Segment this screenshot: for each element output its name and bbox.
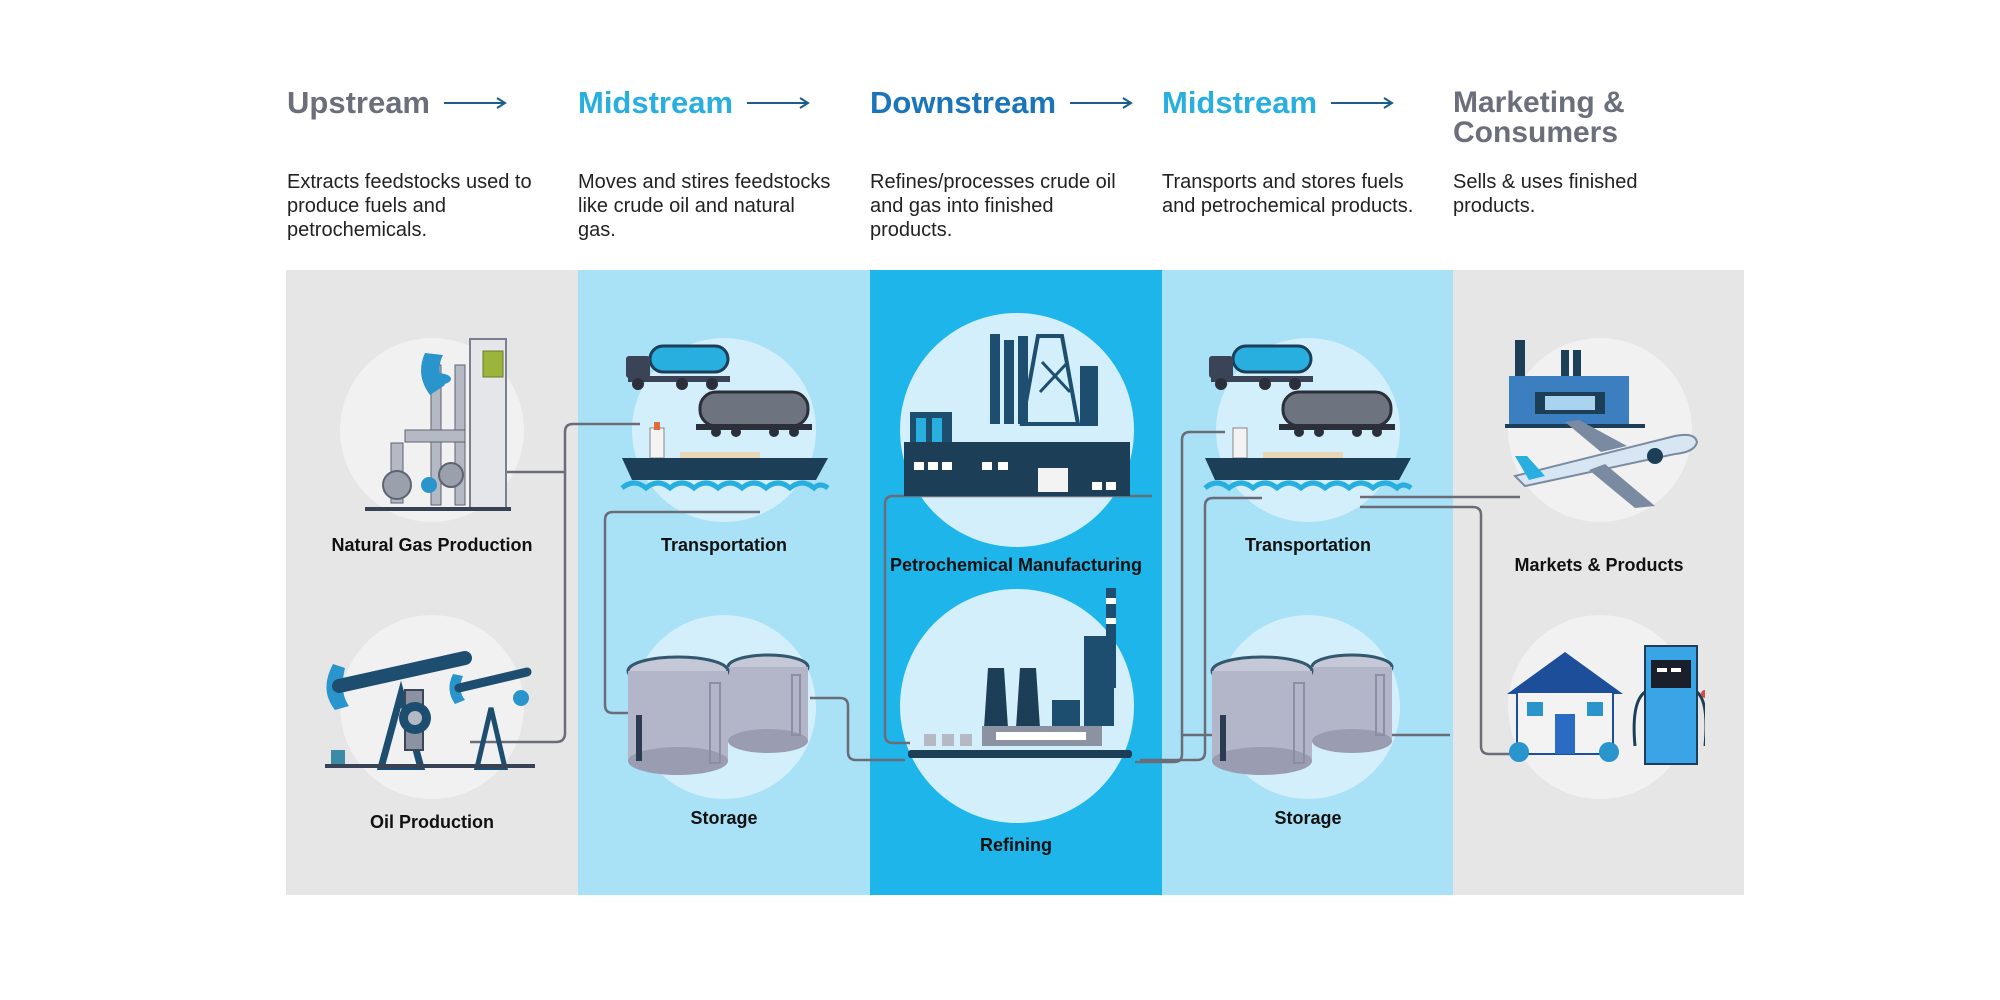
caption-transport-1: Transportation (660, 535, 787, 555)
caption-natural-gas: Natural Gas Production (331, 535, 533, 555)
arrow-right-icon (1331, 97, 1394, 109)
caption-markets: Markets & Products (1514, 555, 1684, 575)
storage-tanks-icon (626, 653, 810, 775)
stage-midstream-2: Midstream Transports and stores fuels an… (1162, 85, 1442, 217)
arrow-right-icon (747, 97, 810, 109)
cargo-ship (620, 422, 830, 492)
caption-storage-2: Storage (1274, 808, 1342, 828)
gas-well-valve-icon (365, 338, 511, 511)
house-fuel-pump-icon (1507, 645, 1705, 765)
stage-midstream-1: Midstream Moves and stires feedstocks li… (578, 85, 858, 241)
factory-airplane-icon (1505, 340, 1699, 508)
arrow-right-icon (444, 97, 507, 109)
refinery-icon (908, 588, 1132, 758)
caption-storage-1: Storage (690, 808, 758, 828)
stage-title-marketing: Marketing & Consumers (1453, 86, 1625, 149)
stage-title-midstream-2: Midstream (1162, 85, 1318, 120)
circle-markets (1508, 338, 1692, 522)
stage-title-upstream: Upstream (287, 85, 430, 120)
pumpjack-icon (325, 651, 535, 770)
stage-desc-midstream-2: Transports and stores fuels and petroche… (1162, 171, 1414, 217)
stage-desc-marketing: Sells & uses finished products. (1453, 171, 1638, 217)
oil-truck (626, 344, 730, 390)
petrochemical-plant-icon (904, 334, 1130, 496)
stage-desc-upstream: Extracts feedstocks used to produce fuel… (287, 171, 532, 241)
caption-transport-2: Transportation (1244, 535, 1371, 555)
storage-tanks-icon (1210, 653, 1394, 775)
truck-train-ship-icon (620, 344, 830, 492)
stage-upstream: Upstream Extracts feedstocks used to pro… (287, 85, 567, 241)
stage-desc-downstream: Refines/processes crude oil and gas into… (870, 171, 1116, 241)
tank-train-car (696, 390, 812, 437)
caption-oil: Oil Production (370, 812, 494, 832)
stage-downstream: Downstream Refines/processes crude oil a… (870, 85, 1150, 241)
caption-refining: Refining (980, 835, 1052, 855)
stage-desc-midstream-1: Moves and stires feedstocks like crude o… (578, 171, 831, 241)
truck-train-ship-icon (1203, 344, 1413, 492)
stage-title-downstream: Downstream (870, 85, 1057, 120)
arrow-right-icon (1070, 97, 1133, 109)
stage-title-midstream-1: Midstream (578, 85, 734, 120)
caption-petrochemical: Petrochemical Manufacturing (889, 555, 1143, 575)
stage-marketing: Marketing & Consumers Sells & uses finis… (1453, 86, 1673, 218)
